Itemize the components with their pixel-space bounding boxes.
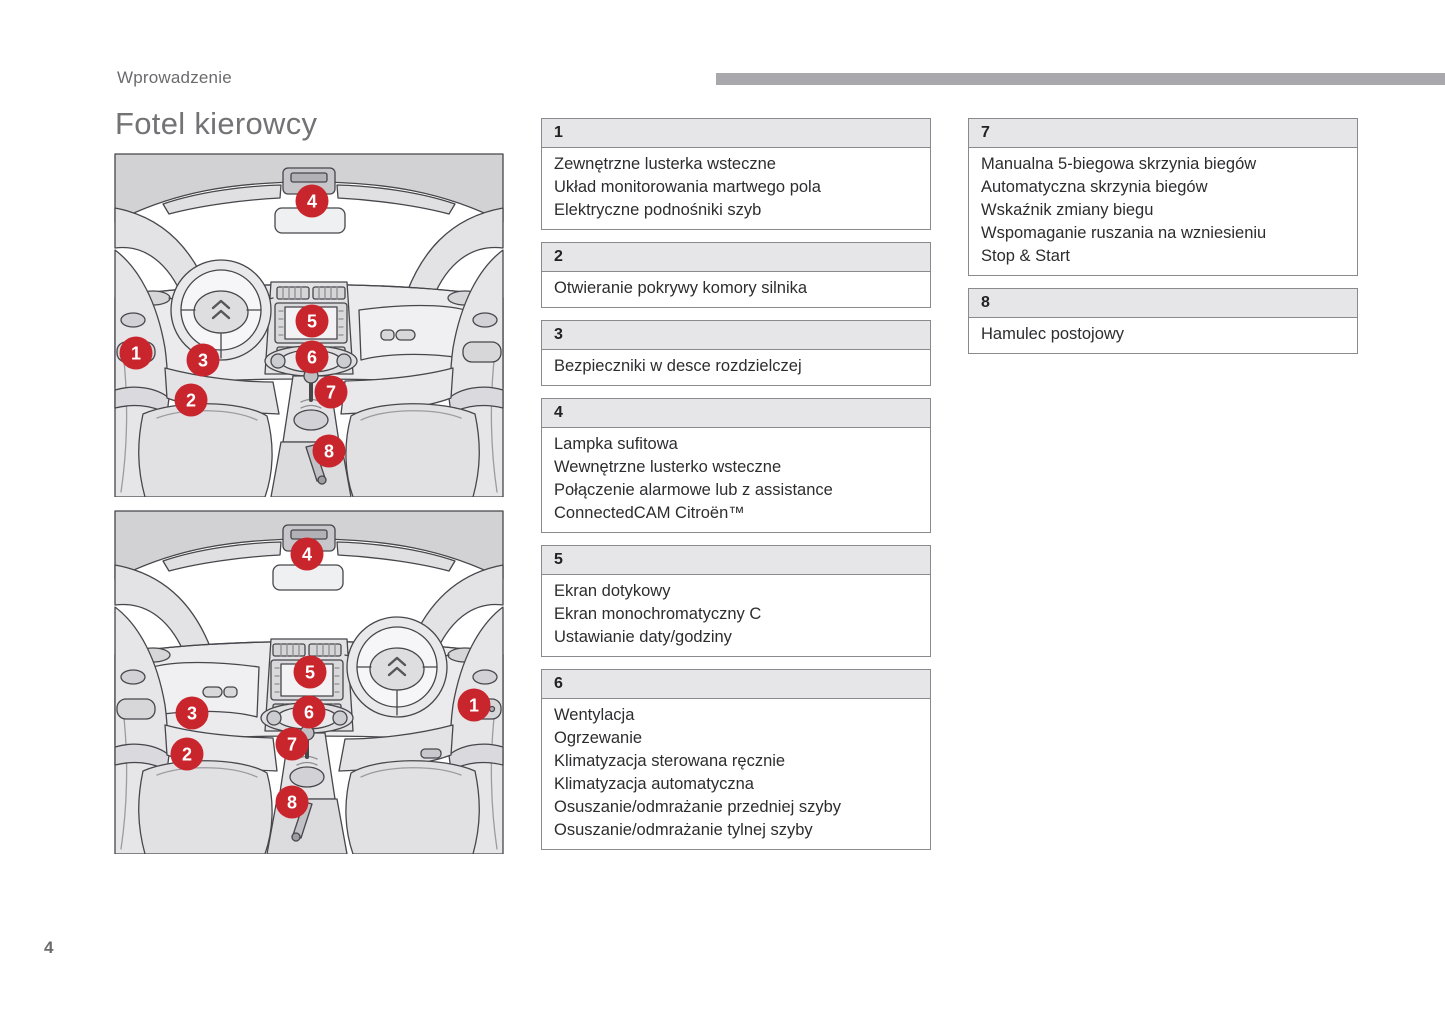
page-title: Fotel kierowcy bbox=[115, 106, 318, 141]
callout-marker-1: 1 bbox=[119, 336, 153, 370]
callout-box: 8 Hamulec postojowy bbox=[968, 288, 1358, 354]
header-accent-bar bbox=[716, 73, 1445, 85]
callout-number: 7 bbox=[969, 119, 1357, 148]
callout-item: Stop & Start bbox=[981, 247, 1070, 265]
callout-box: 3 Bezpieczniki w desce rozdzielczej bbox=[541, 320, 931, 386]
callout-number: 6 bbox=[542, 670, 930, 699]
section-label: Wprowadzenie bbox=[117, 68, 232, 87]
callout-number: 1 bbox=[542, 119, 930, 148]
callout-marker-5: 5 bbox=[295, 304, 329, 338]
callout-item: Wspomaganie ruszania na wzniesieniu bbox=[981, 224, 1267, 242]
callout-item: Manualna 5-biegowa skrzynia biegów bbox=[981, 155, 1257, 173]
callout-box: 2 Otwieranie pokrywy komory silnika bbox=[541, 242, 931, 308]
callout-body: Hamulec postojowy bbox=[969, 318, 1357, 353]
callout-number: 4 bbox=[542, 399, 930, 428]
callout-marker-8: 8 bbox=[312, 434, 346, 468]
callout-item: Automatyczna skrzynia biegów bbox=[981, 178, 1208, 196]
callout-number: 8 bbox=[969, 289, 1357, 318]
callout-marker-2: 2 bbox=[170, 737, 204, 771]
callout-marker-6: 6 bbox=[292, 695, 326, 729]
callout-item: Ekran dotykowy bbox=[554, 582, 671, 600]
callout-item: Bezpieczniki w desce rozdzielczej bbox=[554, 357, 802, 375]
callout-marker-2: 2 bbox=[174, 383, 208, 417]
page-number: 4 bbox=[44, 938, 54, 957]
callout-item: Otwieranie pokrywy komory silnika bbox=[554, 279, 808, 297]
callout-body: Bezpieczniki w desce rozdzielczej bbox=[542, 350, 930, 385]
callout-marker-3: 3 bbox=[175, 696, 209, 730]
callout-body: Otwieranie pokrywy komory silnika bbox=[542, 272, 930, 307]
callout-item: Zewnętrzne lusterka wsteczne bbox=[554, 155, 776, 173]
callout-item: Ogrzewanie bbox=[554, 729, 643, 747]
callout-item: Ekran monochromatyczny C bbox=[554, 605, 762, 623]
callout-marker-1: 1 bbox=[457, 688, 491, 722]
callout-item: Elektryczne podnośniki szyb bbox=[554, 201, 762, 219]
callout-item: Wentylacja bbox=[554, 706, 635, 724]
callout-item: Lampka sufitowa bbox=[554, 435, 678, 453]
callout-number: 5 bbox=[542, 546, 930, 575]
callout-item: Wskaźnik zmiany biegu bbox=[981, 201, 1154, 219]
callout-item: Układ monitorowania martwego pola bbox=[554, 178, 821, 196]
callout-number: 3 bbox=[542, 321, 930, 350]
callout-marker-3: 3 bbox=[186, 343, 220, 377]
callout-item: Wewnętrzne lusterko wsteczne bbox=[554, 458, 782, 476]
callout-item: Osuszanie/odmrażanie przedniej szyby bbox=[554, 798, 842, 816]
callout-marker-4: 4 bbox=[295, 184, 329, 218]
callout-item: Klimatyzacja automatyczna bbox=[554, 775, 754, 793]
callout-marker-7: 7 bbox=[275, 727, 309, 761]
callout-item: Ustawianie daty/godziny bbox=[554, 628, 732, 646]
callout-number: 2 bbox=[542, 243, 930, 272]
callout-item: Hamulec postojowy bbox=[981, 325, 1125, 343]
callout-item: Połączenie alarmowe lub z assistance bbox=[554, 481, 833, 499]
callout-item: ConnectedCAM Citroën™ bbox=[554, 504, 745, 522]
callout-marker-7: 7 bbox=[314, 375, 348, 409]
callout-marker-6: 6 bbox=[295, 340, 329, 374]
callout-item: Osuszanie/odmrażanie tylnej szyby bbox=[554, 821, 813, 839]
callout-marker-5: 5 bbox=[293, 655, 327, 689]
callout-marker-8: 8 bbox=[275, 785, 309, 819]
callout-item: Klimatyzacja sterowana ręcznie bbox=[554, 752, 786, 770]
callout-marker-4: 4 bbox=[290, 537, 324, 571]
